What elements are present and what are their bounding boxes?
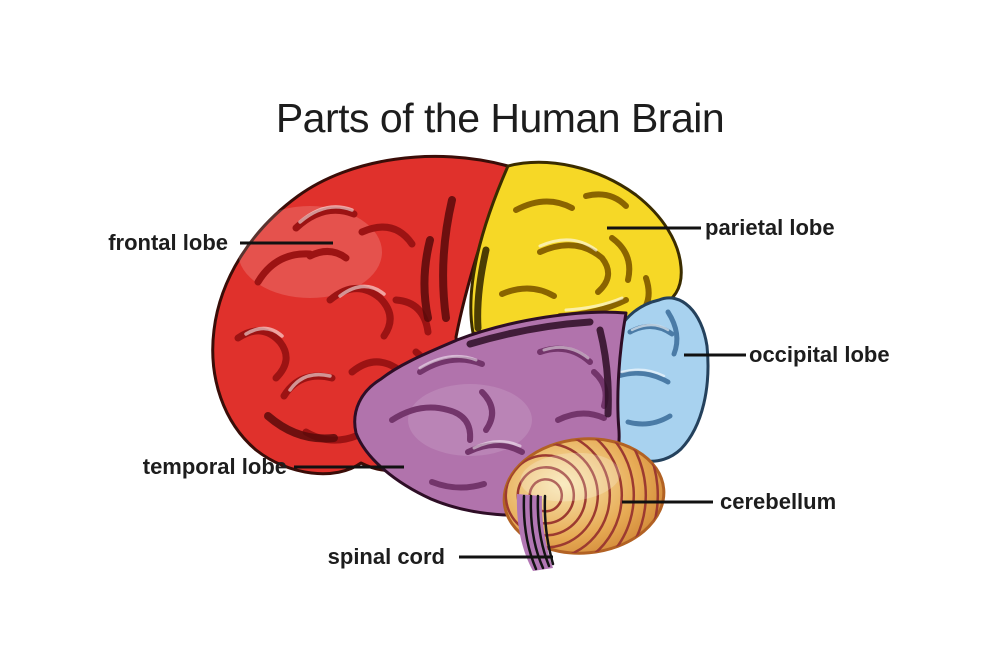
label-spinal-cord: spinal cord	[327, 544, 445, 569]
label-parietal-lobe: parietal lobe	[705, 215, 835, 240]
frontal-lobe-gloss	[244, 205, 386, 392]
occipital-lobe-gloss	[620, 323, 670, 378]
label-cerebellum: cerebellum	[720, 489, 837, 514]
label-frontal-lobe: frontal lobe	[108, 230, 228, 255]
page-title: Parts of the Human Brain	[275, 95, 725, 141]
temporal-lobe-shadow-folds	[466, 318, 612, 418]
temporal-lobe-gloss	[418, 345, 590, 450]
frontal-lobe-shadow-folds	[264, 196, 456, 443]
label-occipital-lobe: occipital lobe	[749, 342, 890, 367]
cerebellum-gloss	[520, 452, 621, 502]
label-temporal-lobe: temporal lobe	[142, 454, 287, 479]
leader-lines	[240, 226, 746, 559]
parietal-lobe-gloss	[538, 238, 624, 312]
temporal-lobe-highlight	[408, 384, 532, 456]
